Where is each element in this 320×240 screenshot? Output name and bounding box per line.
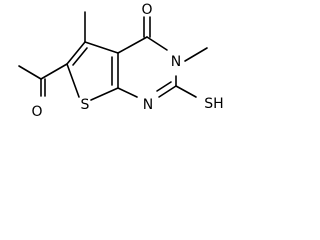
acetyl-oxygen-label: O [31,104,42,120]
bond-c2-n1-double [156,81,172,92]
bond-c2-sh [175,85,197,98]
bond-c5-c4a [84,41,119,54]
bond-acetyl-ring [40,63,68,80]
bond-c4-n3 [146,36,168,51]
chemical-structure: O S N N O SH [18,2,224,120]
ring-sulfur-label: S [81,97,90,113]
bond-c7a-s [90,87,119,101]
bond-n1-c7a [117,87,138,98]
ring-nitrogen-bottom-label: N [143,97,153,113]
bond-c6-c5 [66,41,86,65]
carbonyl-oxygen-label: O [141,2,152,18]
bond-c2-n1 [158,85,177,98]
bond-c6-c5-double [72,47,88,66]
thiol-group-label: SH [204,96,223,112]
bond-c4a-c4 [117,36,148,54]
bond-s-c6 [66,63,80,98]
bond-acetyl-methyl [18,65,42,80]
ring-nitrogen-methyl-label: N [171,54,181,70]
bond-n3-methyl [184,47,208,62]
